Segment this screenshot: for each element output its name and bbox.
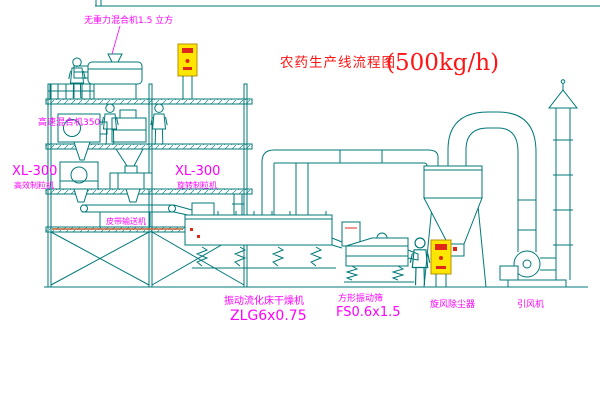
label-high-speed-mixer: 高速混合机350 — [38, 116, 100, 128]
control-cabinet-ground — [430, 239, 452, 287]
gravity-free-mixer — [73, 53, 143, 99]
label-screen-model: FS0.6x1.5 — [336, 305, 401, 320]
fan-duct — [447, 111, 537, 252]
drawing-border — [95, 0, 600, 7]
label-fluid-bed-model: ZLG6x0.75 — [230, 308, 307, 324]
cyclone-separator — [423, 150, 487, 288]
label-granulator-mid-model: XL-300 — [175, 164, 220, 179]
label-fan: 引风机 — [517, 298, 544, 310]
induced-draft-fan — [499, 250, 567, 288]
person-figure — [150, 103, 168, 145]
label-cyclone: 旋风除尘器 — [430, 298, 475, 310]
drawing-title: 农药生产线流程图 (500kg/h) — [280, 50, 499, 76]
title-text: 农药生产线流程图 — [280, 55, 396, 71]
granulator-mid — [109, 172, 153, 203]
exhaust-duct — [261, 149, 439, 215]
label-leader-line — [111, 25, 121, 55]
vibrating-screen — [331, 221, 419, 283]
belt-conveyor — [80, 204, 193, 227]
dryer-feed-duct — [232, 194, 244, 215]
label-granulator-mid-name: 旋转制粒机 — [177, 180, 217, 190]
person-figure — [409, 237, 431, 286]
title-capacity: (500kg/h) — [386, 50, 499, 76]
label-granulator-left-model: XL-300 — [12, 164, 57, 179]
control-cabinet-top — [177, 43, 198, 99]
label-granulator-left-name: 高效制粒机 — [14, 180, 54, 190]
label-gravity-mixer: 无重力混合机1.5 立方 — [84, 14, 173, 26]
label-belt-conveyor: 皮带输送机 — [106, 216, 146, 226]
granulator-left — [59, 161, 99, 203]
high-speed-mixer — [57, 113, 108, 161]
exhaust-stack — [547, 79, 579, 280]
label-screen-name: 方形振动筛 — [338, 292, 383, 304]
fluidized-bed-dryer — [184, 202, 336, 269]
label-fluid-bed-name: 振动流化床干燥机 — [224, 294, 304, 307]
